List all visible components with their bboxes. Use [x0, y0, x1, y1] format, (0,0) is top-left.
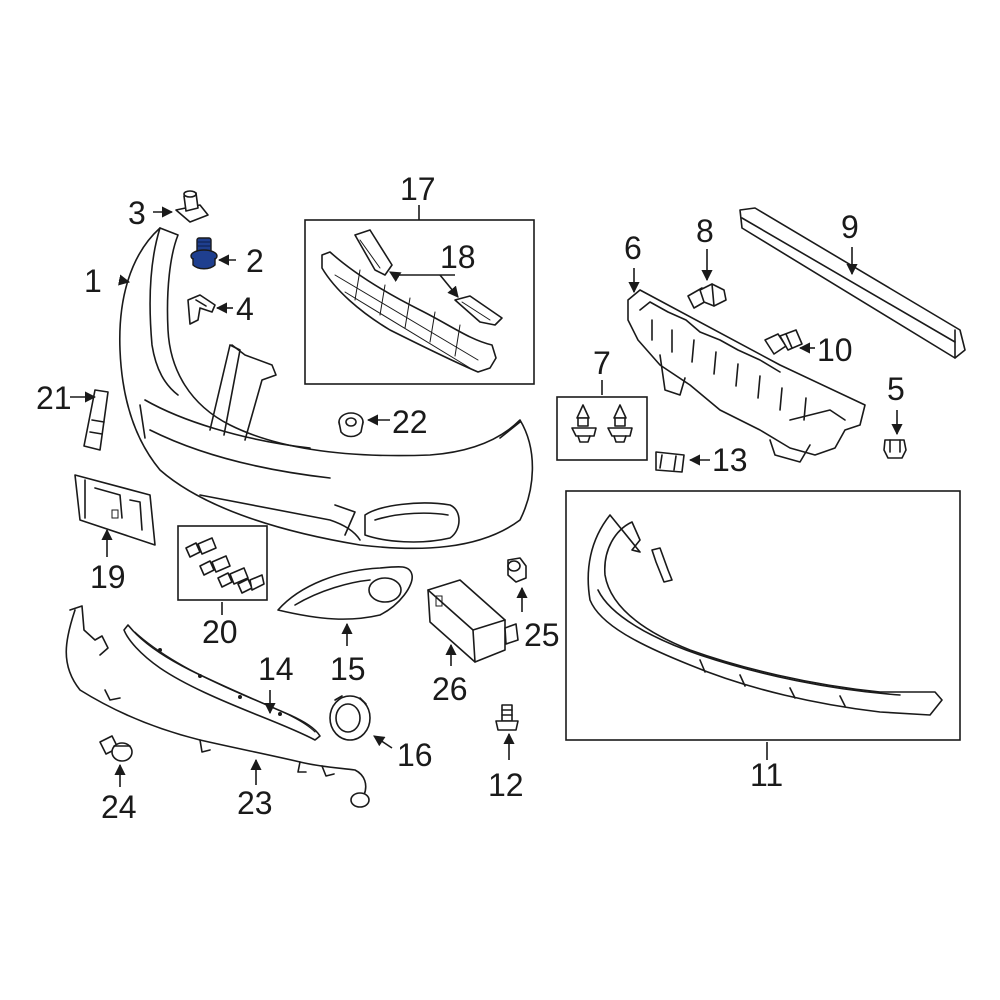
push-pin-retainer[interactable] [571, 404, 633, 443]
parking-sensor[interactable] [99, 735, 133, 762]
callout-20: 20 [202, 614, 238, 650]
wiring-harness[interactable] [65, 605, 370, 808]
callout-9: 9 [841, 209, 859, 245]
retainer-box [556, 396, 648, 461]
callout-24: 24 [101, 789, 137, 825]
bolt-set[interactable] [185, 537, 265, 594]
callout-1: 1 [84, 263, 102, 299]
grille-insert[interactable] [354, 229, 503, 326]
callout-21: 21 [36, 380, 72, 416]
callout-17: 17 [400, 171, 436, 207]
lower-grille[interactable] [321, 251, 497, 373]
callout-13: 13 [712, 442, 748, 478]
valance-box [565, 490, 961, 741]
leader-lines [70, 205, 903, 787]
side-bracket[interactable] [83, 389, 109, 451]
fog-lamp-ring[interactable] [329, 695, 371, 741]
bolt-set-box [177, 525, 268, 601]
callout-18: 18 [440, 239, 476, 275]
energy-absorber[interactable] [627, 289, 866, 463]
lower-valance[interactable] [587, 514, 943, 716]
callout-22: 22 [392, 404, 428, 440]
flange-bolt[interactable] [687, 283, 727, 309]
callout-5: 5 [887, 371, 905, 407]
highlighted-bolt[interactable] [190, 237, 218, 270]
clip-nut[interactable] [175, 190, 209, 223]
small-clip[interactable] [883, 439, 907, 459]
reinforcement-beam[interactable] [739, 207, 966, 359]
callout-2: 2 [246, 243, 264, 279]
callout-10: 10 [817, 332, 853, 368]
callout-labels: 1 2 3 4 5 6 7 8 9 10 11 12 13 14 15 16 1… [36, 171, 905, 825]
fog-lamp-bezel[interactable] [277, 565, 413, 620]
callout-12: 12 [488, 767, 524, 803]
grommet[interactable] [338, 412, 364, 438]
callout-4: 4 [236, 291, 254, 327]
callout-14: 14 [258, 651, 294, 687]
callout-19: 19 [90, 559, 126, 595]
bumper-bolt[interactable] [764, 329, 803, 355]
control-module[interactable] [427, 579, 519, 663]
push-screw[interactable] [495, 704, 519, 731]
bracket-clip[interactable] [187, 294, 216, 325]
callout-15: 15 [330, 651, 366, 687]
callout-6: 6 [624, 230, 642, 266]
grille-box [304, 219, 535, 385]
callout-8: 8 [696, 213, 714, 249]
distance-sensor[interactable] [507, 557, 527, 583]
callout-7: 7 [593, 345, 611, 381]
callout-25: 25 [524, 617, 560, 653]
callout-23: 23 [237, 785, 273, 821]
bumper-cover[interactable] [118, 227, 534, 550]
callout-16: 16 [397, 737, 433, 773]
spring-clip[interactable] [655, 451, 685, 473]
license-bracket[interactable] [74, 474, 156, 546]
callout-11: 11 [750, 757, 783, 793]
callout-26: 26 [432, 671, 468, 707]
callout-3: 3 [128, 195, 146, 231]
